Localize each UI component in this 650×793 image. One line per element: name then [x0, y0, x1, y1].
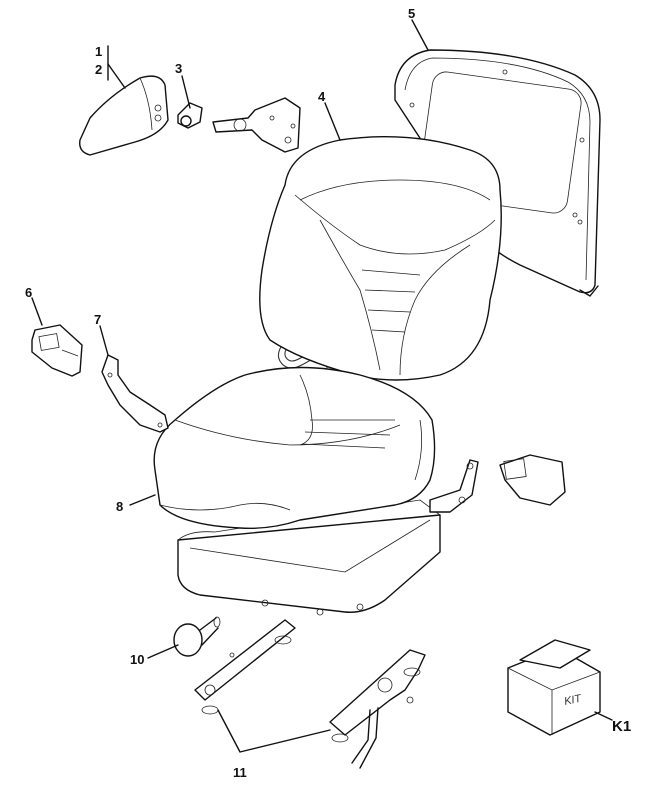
kit-box-label: KIT [563, 692, 583, 708]
callout-7: 7 [94, 312, 101, 327]
callout-3: 3 [175, 61, 182, 76]
pivot-bracket [177, 97, 301, 153]
callout-10: 10 [130, 652, 144, 667]
callout-5: 5 [408, 6, 415, 21]
callout-4: 4 [318, 89, 326, 104]
slide-rails [194, 619, 426, 769]
seat-base-frame [177, 459, 479, 616]
callout-8: 8 [116, 499, 123, 514]
right-buckle [499, 454, 566, 506]
callout-6: 6 [25, 285, 32, 300]
left-buckle [31, 324, 83, 377]
leader-lines [31, 19, 613, 721]
backrest-cushion [259, 135, 502, 381]
callout-11: 11 [233, 765, 247, 780]
adjustment-knob [173, 616, 221, 657]
callout-k1: K1 [612, 718, 631, 735]
callout-1: 1 [95, 44, 102, 59]
back-panel [394, 49, 601, 297]
callout-2: 2 [95, 62, 102, 77]
seat-cushion [153, 366, 436, 530]
seat-bracket-left [101, 354, 169, 433]
kit-box-icon: KIT [507, 639, 601, 736]
armrest [79, 75, 169, 156]
